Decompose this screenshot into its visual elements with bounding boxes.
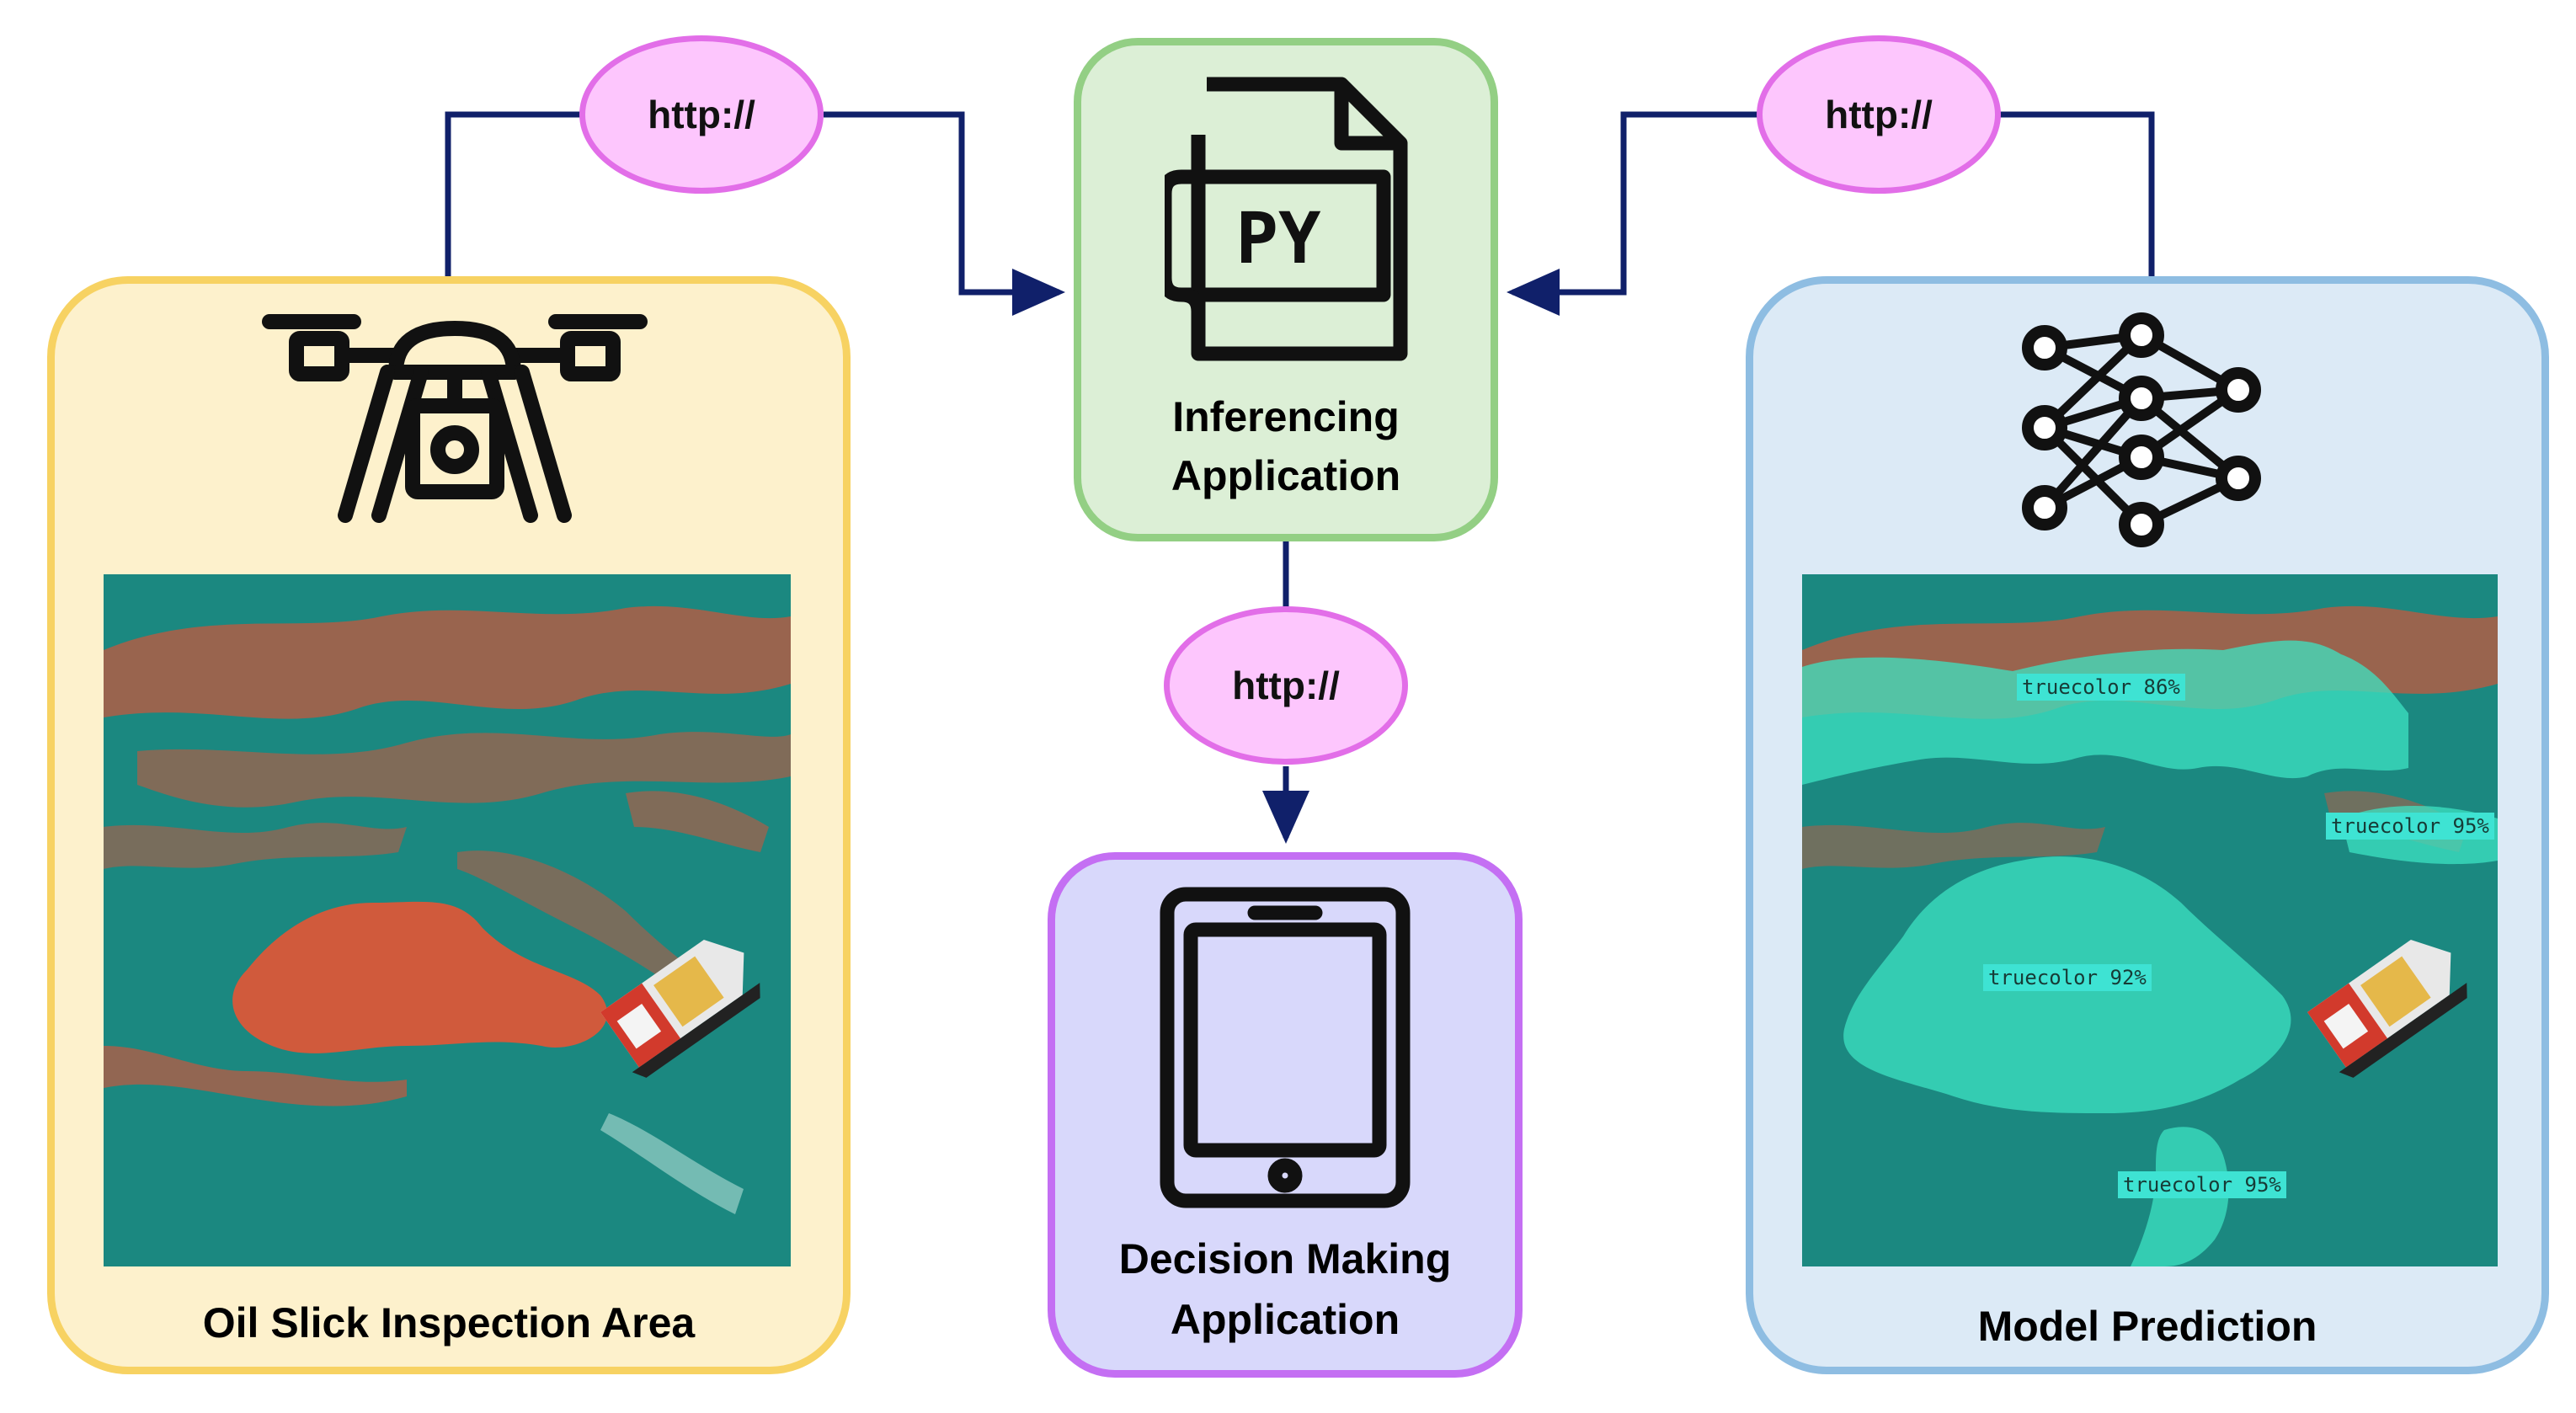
model-prediction-title: Model Prediction [1977,1303,2317,1350]
drone-camera-icon [262,314,648,523]
connector-model-to-inferencing [1997,111,2155,276]
prediction-label-3: truecolor 92% [1983,964,2152,991]
model-prediction-photo: truecolor 86% truecolor 95% truecolor 92… [1802,574,2498,1266]
prediction-label-1: truecolor 86% [2017,674,2185,701]
inferencing-title-line2: Application [1171,452,1401,499]
python-file-icon: PY [1165,77,1408,361]
python-file-icon-text: PY [1235,197,1321,280]
http-ellipse-right: http:// [1757,35,2001,194]
decision-making-panel [1048,852,1523,1378]
decision-title-line2: Application [1170,1296,1400,1343]
inferencing-application-panel [1074,38,1498,541]
connector-model-to-inferencing-arrow [1507,111,1760,316]
connector-drone-to-inferencing-arrow [824,111,1065,316]
prediction-label-2: truecolor 95% [2326,813,2494,840]
neural-network-icon [2022,312,2261,547]
inferencing-title-line1: Inferencing [1172,393,1400,440]
connector-drone-to-inferencing [445,111,581,276]
http-ellipse-left: http:// [579,35,824,194]
prediction-label-4: truecolor 95% [2118,1171,2286,1198]
oil-slick-photo [104,574,791,1266]
tablet-icon [1160,887,1411,1208]
segmentation-mask-86 [1802,640,2408,785]
oil-slick-inspection-title: Oil Slick Inspection Area [202,1299,696,1346]
decision-title-line1: Decision Making [1118,1235,1452,1282]
http-ellipse-bottom: http:// [1164,606,1408,765]
